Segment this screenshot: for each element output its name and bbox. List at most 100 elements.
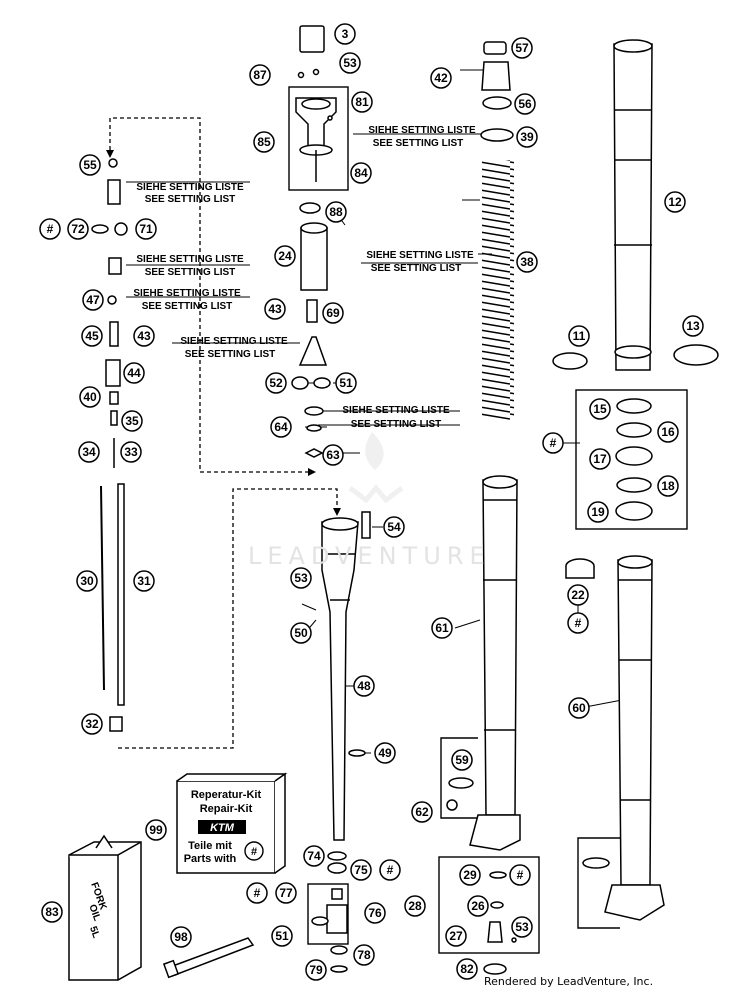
- callout-3: 3: [342, 27, 349, 41]
- part-47: [107, 295, 117, 305]
- callout-82: 82: [460, 962, 474, 976]
- part-52: [291, 376, 309, 390]
- leader-lines: [109, 117, 338, 749]
- part-54: [361, 511, 371, 539]
- setting-brackets: [126, 133, 490, 426]
- part-75: [327, 862, 347, 874]
- note-see-3: SEE SETTING LIST: [142, 301, 233, 312]
- callout-88: 88: [329, 205, 343, 219]
- render-credit: Rendered by LeadVenture, Inc.: [484, 975, 654, 988]
- part-57: [483, 41, 507, 55]
- note-see-4: SEE SETTING LIST: [185, 349, 276, 360]
- callout-48: 48: [357, 679, 371, 693]
- part-59: [448, 777, 474, 789]
- callout-53c: 53: [515, 920, 529, 934]
- callout-61: 61: [435, 621, 449, 635]
- spring-small-2: [108, 257, 122, 275]
- callout-39: 39: [520, 130, 534, 144]
- callout-29: 29: [463, 868, 477, 882]
- callout-11: 11: [573, 329, 586, 343]
- callout-53: 53: [343, 56, 357, 70]
- part-44: [105, 359, 121, 387]
- note-see-5: SEE SETTING LIST: [351, 419, 442, 430]
- note-siehe-7: SIEHE SETTING LISTE: [366, 250, 474, 261]
- part-51b: [311, 916, 329, 926]
- callout-15: 15: [593, 402, 607, 416]
- callout-13: 13: [686, 319, 700, 333]
- part-55: [108, 158, 118, 168]
- callout-85: 85: [257, 135, 271, 149]
- kit-brand: KTM: [210, 822, 235, 834]
- callout-72: 72: [71, 222, 85, 236]
- watermark-text: LEADVENTURE: [248, 542, 491, 570]
- callout-47: 47: [86, 293, 100, 307]
- leader-arrows: [106, 150, 341, 516]
- callout-12: 12: [668, 195, 682, 209]
- parts: [68, 25, 719, 981]
- callout-17: 17: [593, 452, 607, 466]
- note-see-2: SEE SETTING LIST: [145, 267, 236, 278]
- part-53c: [511, 937, 517, 943]
- part-12-tube: [613, 43, 653, 371]
- callout-59: 59: [455, 753, 469, 767]
- kit-hash-circle: [244, 841, 264, 861]
- note-see-1: SEE SETTING LIST: [145, 194, 236, 205]
- kit-line4: Parts with: [184, 853, 237, 865]
- note-siehe-2: SIEHE SETTING LISTE: [136, 254, 244, 265]
- part-76: [326, 904, 348, 934]
- callout-71: 71: [139, 222, 153, 236]
- callout-54: 54: [387, 520, 401, 534]
- part-15: [616, 398, 652, 414]
- callout-44: 44: [127, 366, 141, 380]
- part-26: [490, 901, 504, 909]
- group-boxes: [288, 86, 688, 954]
- callout-98: 98: [174, 930, 188, 944]
- callout-51b: 51: [275, 929, 289, 943]
- callout-52: 52: [269, 376, 283, 390]
- callout-57: 57: [515, 41, 529, 55]
- part-3-bag: [299, 25, 325, 53]
- oil-can-line3: 5L: [87, 925, 101, 940]
- part-51a: [313, 377, 331, 389]
- part-32: [109, 716, 123, 732]
- part-19: [615, 501, 653, 521]
- part-88: [299, 202, 321, 214]
- part-24-tube: [300, 227, 328, 291]
- part-16: [616, 422, 652, 438]
- callout-hash-6: #: [517, 868, 524, 882]
- callout-56: 56: [518, 97, 532, 111]
- callout-81: 81: [355, 95, 369, 109]
- callout-51: 51: [339, 376, 353, 390]
- callout-45: 45: [85, 329, 99, 343]
- callout-28: 28: [408, 899, 422, 913]
- note-siehe-5: SIEHE SETTING LISTE: [342, 405, 450, 416]
- callout-78: 78: [357, 948, 371, 962]
- note-see-7: SEE SETTING LIST: [371, 263, 462, 274]
- kit-line3: Teile mit: [188, 840, 232, 852]
- callout-34: 34: [82, 445, 96, 459]
- callout-84: 84: [354, 166, 368, 180]
- part-39: [480, 128, 514, 142]
- part-35: [110, 410, 118, 426]
- part-17: [615, 446, 653, 466]
- note-siehe-1: SIEHE SETTING LISTE: [136, 182, 244, 193]
- callout-76: 76: [368, 906, 382, 920]
- part-62-clamp: [469, 814, 521, 851]
- callout-27: 27: [449, 929, 463, 943]
- kit-line2: Repair-Kit: [200, 803, 253, 815]
- oil-can-line2: OIL: [86, 903, 102, 922]
- kit-line1: Reperatur-Kit: [191, 789, 262, 801]
- callout-19: 19: [591, 505, 605, 519]
- callout-60: 60: [572, 701, 586, 715]
- callout-hash-1: #: [550, 436, 557, 450]
- part-69: [306, 299, 318, 323]
- part-27: [487, 921, 503, 943]
- part-77: [331, 888, 343, 900]
- callout-99: 99: [149, 823, 163, 837]
- callout-18: 18: [661, 479, 675, 493]
- part-60-tube: [617, 559, 653, 886]
- callout-43: 43: [268, 302, 282, 316]
- part-78: [330, 945, 348, 955]
- callout-77: 77: [279, 886, 293, 900]
- kit-hash: #: [251, 846, 257, 858]
